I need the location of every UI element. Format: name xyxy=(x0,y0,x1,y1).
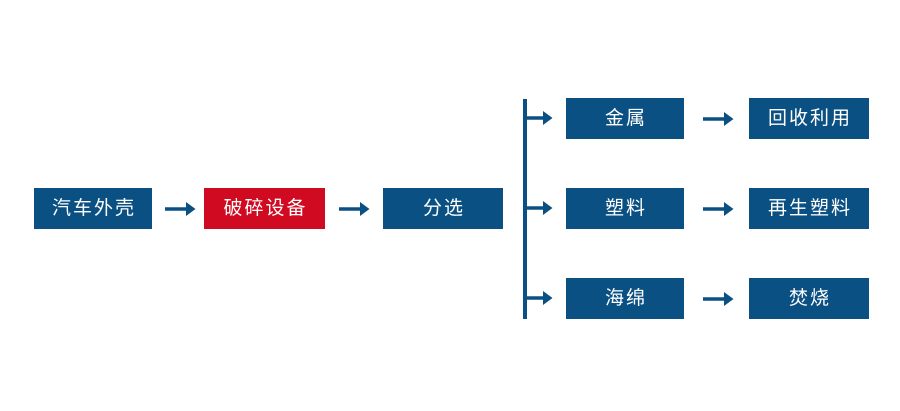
node-sponge[interactable]: 海绵 xyxy=(566,278,684,319)
node-sorting[interactable]: 分选 xyxy=(383,188,503,229)
arrow-split-to-sponge xyxy=(525,288,553,308)
arrow-sponge-to-incineration xyxy=(703,289,734,309)
arrow-crusher-to-sorting xyxy=(339,199,370,219)
arrow-split-to-metal xyxy=(525,108,553,128)
node-regenerated-plastic[interactable]: 再生塑料 xyxy=(749,188,869,229)
node-recycling-reuse[interactable]: 回收利用 xyxy=(749,98,869,139)
arrow-split-to-plastic xyxy=(525,198,553,218)
arrow-metal-to-recycle xyxy=(703,109,734,129)
arrow-plastic-to-regenerated xyxy=(703,199,734,219)
node-plastic[interactable]: 塑料 xyxy=(566,188,684,229)
node-metal[interactable]: 金属 xyxy=(566,98,684,139)
node-car-shell[interactable]: 汽车外壳 xyxy=(34,188,152,229)
arrow-shell-to-crusher xyxy=(165,199,196,219)
node-incineration[interactable]: 焚烧 xyxy=(749,278,869,319)
node-crushing-equipment[interactable]: 破碎设备 xyxy=(204,188,325,229)
